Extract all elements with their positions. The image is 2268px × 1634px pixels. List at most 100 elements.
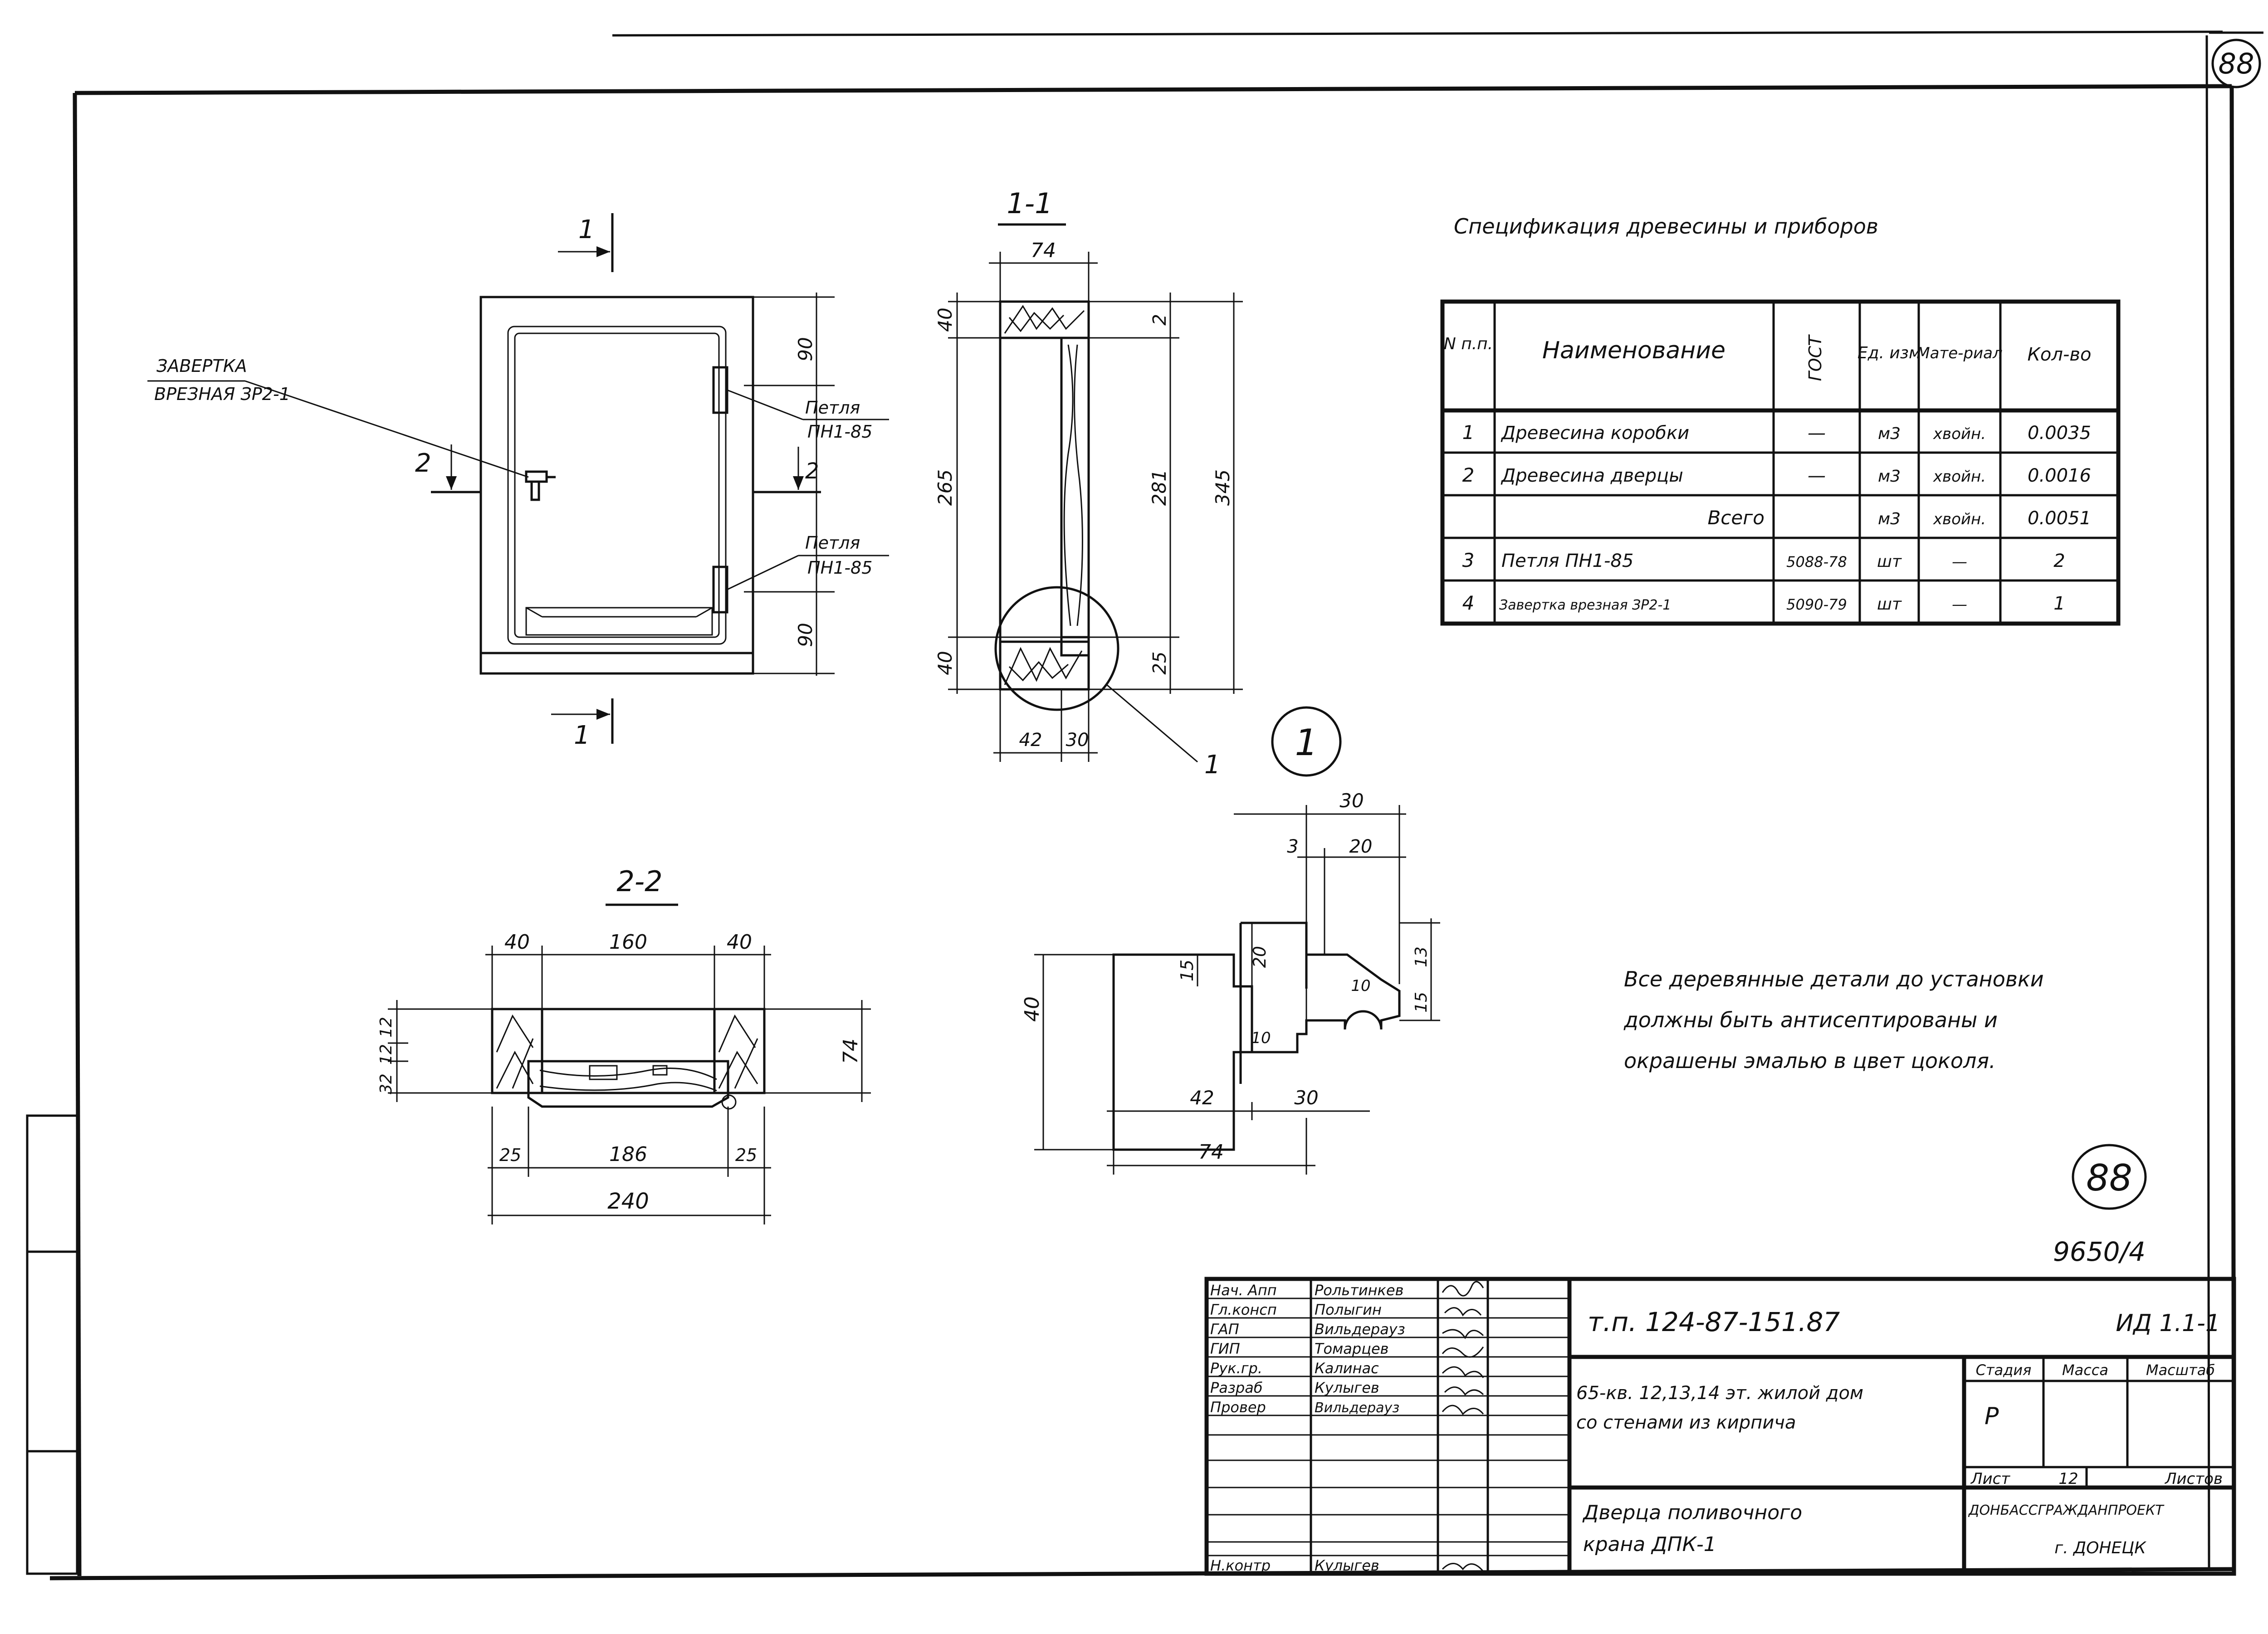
- svg-text:90: 90: [794, 337, 816, 361]
- svg-text:13: 13: [1412, 946, 1431, 967]
- svg-text:Томарцев: Томарцев: [1315, 1340, 1389, 1357]
- svg-text:25: 25: [735, 1145, 757, 1165]
- svg-text:4: 4: [1462, 592, 1475, 614]
- svg-text:1: 1: [574, 721, 590, 750]
- svg-text:шт: шт: [1877, 595, 1902, 614]
- latch-callout: ЗАВЕРТКА ВРЕЗНАЯ ЗР2-1: [147, 356, 529, 478]
- svg-text:42: 42: [1190, 1087, 1214, 1109]
- svg-text:шт: шт: [1877, 552, 1902, 571]
- svg-text:1: 1: [578, 215, 595, 244]
- svg-text:1: 1: [1295, 722, 1318, 764]
- svg-text:1: 1: [1204, 750, 1221, 780]
- svg-text:Гл.консп: Гл.консп: [1210, 1301, 1277, 1318]
- svg-text:20: 20: [1250, 946, 1270, 968]
- svg-text:42: 42: [1019, 730, 1042, 751]
- svg-text:5090-79: 5090-79: [1786, 596, 1847, 613]
- cut-mark-bottom: 1: [551, 698, 614, 750]
- svg-text:Древесина коробки: Древесина коробки: [1501, 423, 1689, 444]
- svg-text:12: 12: [377, 1017, 396, 1038]
- svg-text:Разраб: Разраб: [1210, 1379, 1263, 1396]
- svg-text:Завертка врезная ЗР2-1: Завертка врезная ЗР2-1: [1499, 597, 1671, 613]
- svg-text:40: 40: [934, 307, 956, 332]
- svg-text:2: 2: [2053, 551, 2065, 571]
- svg-text:Всего: Всего: [1707, 507, 1765, 529]
- svg-text:Рольтинкев: Рольтинкев: [1315, 1282, 1403, 1299]
- svg-text:ГОСТ: ГОСТ: [1805, 334, 1825, 381]
- inventory-number: 9650/4: [2053, 1236, 2146, 1267]
- object-line-2: со стенами из кирпича: [1576, 1412, 1796, 1433]
- svg-text:ГИП: ГИП: [1210, 1340, 1240, 1357]
- svg-text:0.0051: 0.0051: [2028, 508, 2091, 529]
- svg-text:Петля: Петля: [805, 533, 860, 553]
- svg-text:30: 30: [1066, 730, 1089, 751]
- svg-text:Все деревянные детали до устан: Все деревянные детали до установки: [1624, 967, 2044, 991]
- svg-text:10: 10: [1251, 1029, 1271, 1047]
- stage-value: Р: [1984, 1403, 1999, 1430]
- staff-roles: Нач. Апп Гл.консп ГАП ГИП Рук.гр. Разраб…: [1210, 1282, 1277, 1574]
- sheet-frame: [26, 30, 2263, 1580]
- svg-text:40: 40: [1021, 996, 1044, 1022]
- svg-text:0.0035: 0.0035: [2028, 423, 2091, 444]
- svg-text:Мате-риал: Мате-риал: [1916, 344, 2002, 362]
- cut-mark-side-right: 2: [753, 447, 821, 493]
- svg-text:Кулыгев: Кулыгев: [1315, 1557, 1379, 1574]
- cut-mark-side: 2: [415, 444, 481, 493]
- svg-text:Масса: Масса: [2062, 1361, 2108, 1379]
- svg-text:Лист: Лист: [1970, 1470, 2010, 1488]
- svg-text:12: 12: [377, 1044, 396, 1065]
- svg-text:240: 240: [607, 1189, 649, 1214]
- sheet-number-corner: 88: [2211, 39, 2261, 88]
- svg-text:40: 40: [934, 651, 956, 675]
- hinge-bottom-callout: Петля ПН1-85: [727, 533, 889, 590]
- svg-text:1: 1: [1462, 421, 1475, 444]
- section-1-1: 1-1 1: [994, 187, 1221, 780]
- svg-text:Н.контр: Н.контр: [1210, 1557, 1271, 1574]
- svg-text:м3: м3: [1878, 424, 1901, 443]
- svg-text:74: 74: [1198, 1141, 1224, 1164]
- svg-text:40: 40: [504, 931, 530, 954]
- svg-text:Петля: Петля: [805, 398, 860, 418]
- svg-text:ГАП: ГАП: [1210, 1321, 1239, 1338]
- svg-text:Масштаб: Масштаб: [2146, 1361, 2215, 1379]
- svg-text:Калинас: Калинас: [1315, 1360, 1379, 1377]
- svg-text:265: 265: [934, 469, 956, 506]
- svg-text:186: 186: [609, 1143, 647, 1166]
- svg-text:Полыгин: Полыгин: [1315, 1301, 1382, 1318]
- svg-text:2-2: 2-2: [616, 865, 662, 898]
- svg-text:88: 88: [2086, 1157, 2132, 1199]
- svg-text:Нач. Апп: Нач. Апп: [1210, 1282, 1277, 1299]
- detail-1: [1112, 922, 1401, 1151]
- svg-text:Кулыгев: Кулыгев: [1315, 1379, 1379, 1396]
- svg-text:25: 25: [1149, 652, 1170, 675]
- title-block: Нач. Апп Гл.консп ГАП ГИП Рук.гр. Разраб…: [1204, 1277, 2236, 1576]
- detail-circle-marker: 1: [1271, 706, 1342, 777]
- svg-text:30: 30: [1339, 790, 1364, 812]
- spec-row-total: Всего м3 хвойн. 0.0051: [1707, 507, 2091, 529]
- svg-text:74: 74: [839, 1039, 862, 1064]
- svg-text:74: 74: [1031, 239, 1056, 262]
- svg-text:ЗАВЕРТКА: ЗАВЕРТКА: [156, 356, 247, 376]
- svg-text:Древесина дверцы: Древесина дверцы: [1501, 465, 1683, 486]
- spec-row: 1 Древесина коробки — м3 хвойн. 0.0035: [1462, 421, 2091, 444]
- svg-text:Провер: Провер: [1210, 1399, 1266, 1416]
- svg-text:30: 30: [1294, 1087, 1318, 1109]
- svg-text:15: 15: [1177, 960, 1197, 981]
- spec-header-row: N п.п. Наименование ГОСТ Ед. изм Мате-ри…: [1444, 334, 2092, 381]
- svg-text:Стадия: Стадия: [1976, 1361, 2032, 1379]
- svg-text:1-1: 1-1: [1007, 187, 1052, 220]
- svg-text:345: 345: [1212, 469, 1234, 506]
- svg-text:15: 15: [1412, 992, 1431, 1013]
- svg-text:2: 2: [1462, 464, 1475, 486]
- staff-names: Рольтинкев Полыгин Вильдерауз Томарцев К…: [1315, 1282, 1405, 1574]
- drawing-title-2: крана ДПК-1: [1583, 1533, 1716, 1556]
- spec-row: 2 Древесина дверцы — м3 хвойн. 0.0016: [1462, 464, 2091, 486]
- drawing-title-1: Дверца поливочного: [1582, 1501, 1802, 1524]
- cut-mark-top: 1: [558, 213, 614, 272]
- spec-title: Спецификация древесины и приборов: [1454, 214, 1878, 239]
- svg-text:—: —: [1952, 595, 1967, 614]
- svg-text:Рук.гр.: Рук.гр.: [1210, 1360, 1262, 1377]
- svg-text:281: 281: [1148, 469, 1170, 506]
- object-line-1: 65-кв. 12,13,14 эт. жилой дом: [1576, 1383, 1863, 1404]
- svg-text:10: 10: [1351, 977, 1370, 995]
- svg-text:88: 88: [2219, 47, 2254, 80]
